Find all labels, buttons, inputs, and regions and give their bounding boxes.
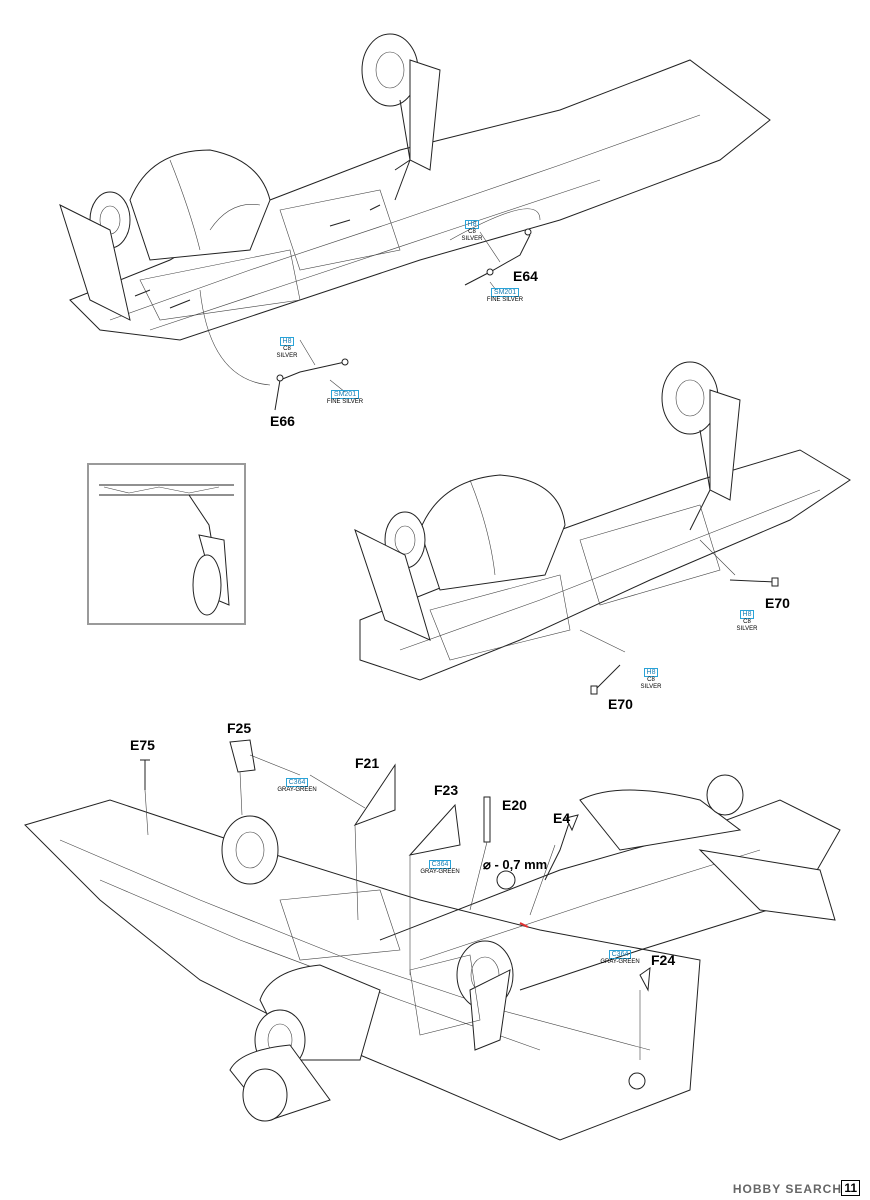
drill-hole-note: ⌀ - 0,7 mm [483, 857, 548, 872]
detail-inset [87, 463, 246, 625]
paint-callout-e66-bottom: SM201 FINE SILVER [326, 390, 364, 405]
paint-callout-e70-upper: H8 C8 SILVER [736, 610, 758, 632]
paint-callout-f24: C364 GRAY-GREEN [600, 950, 640, 965]
part-label-e64: E64 [513, 268, 538, 284]
page-number: 11 [841, 1180, 860, 1196]
paint-callout-e64-top: H8 C8 SILVER [461, 220, 483, 242]
paint-callout-e70-lower: H8 C8 SILVER [640, 668, 662, 690]
paint-callout-f23: C364 GRAY-GREEN [420, 860, 460, 875]
part-label-e4: E4 [553, 810, 571, 826]
part-label-f25: F25 [227, 720, 252, 736]
part-label-e75: E75 [130, 737, 155, 753]
part-label-e20: E20 [502, 797, 527, 813]
paint-callout-e66-top: H8 C8 SILVER [276, 337, 298, 359]
part-label-f21: F21 [355, 755, 380, 771]
paint-callout-e64-bottom: SM201 FINE SILVER [486, 288, 524, 303]
paint-callout-f25: C364 GRAY-GREEN [277, 778, 317, 793]
part-label-e66: E66 [270, 413, 295, 429]
part-label-e70-upper: E70 [765, 595, 790, 611]
part-label-f24: F24 [651, 952, 676, 968]
part-label-f23: F23 [434, 782, 459, 798]
part-label-e70-lower: E70 [608, 696, 633, 712]
top-wing-assembly [59, 33, 771, 411]
middle-wing-assembly [354, 361, 851, 695]
bottom-aircraft-assembly [24, 739, 841, 1141]
watermark-text: HOBBY SEARCH [732, 1182, 842, 1196]
